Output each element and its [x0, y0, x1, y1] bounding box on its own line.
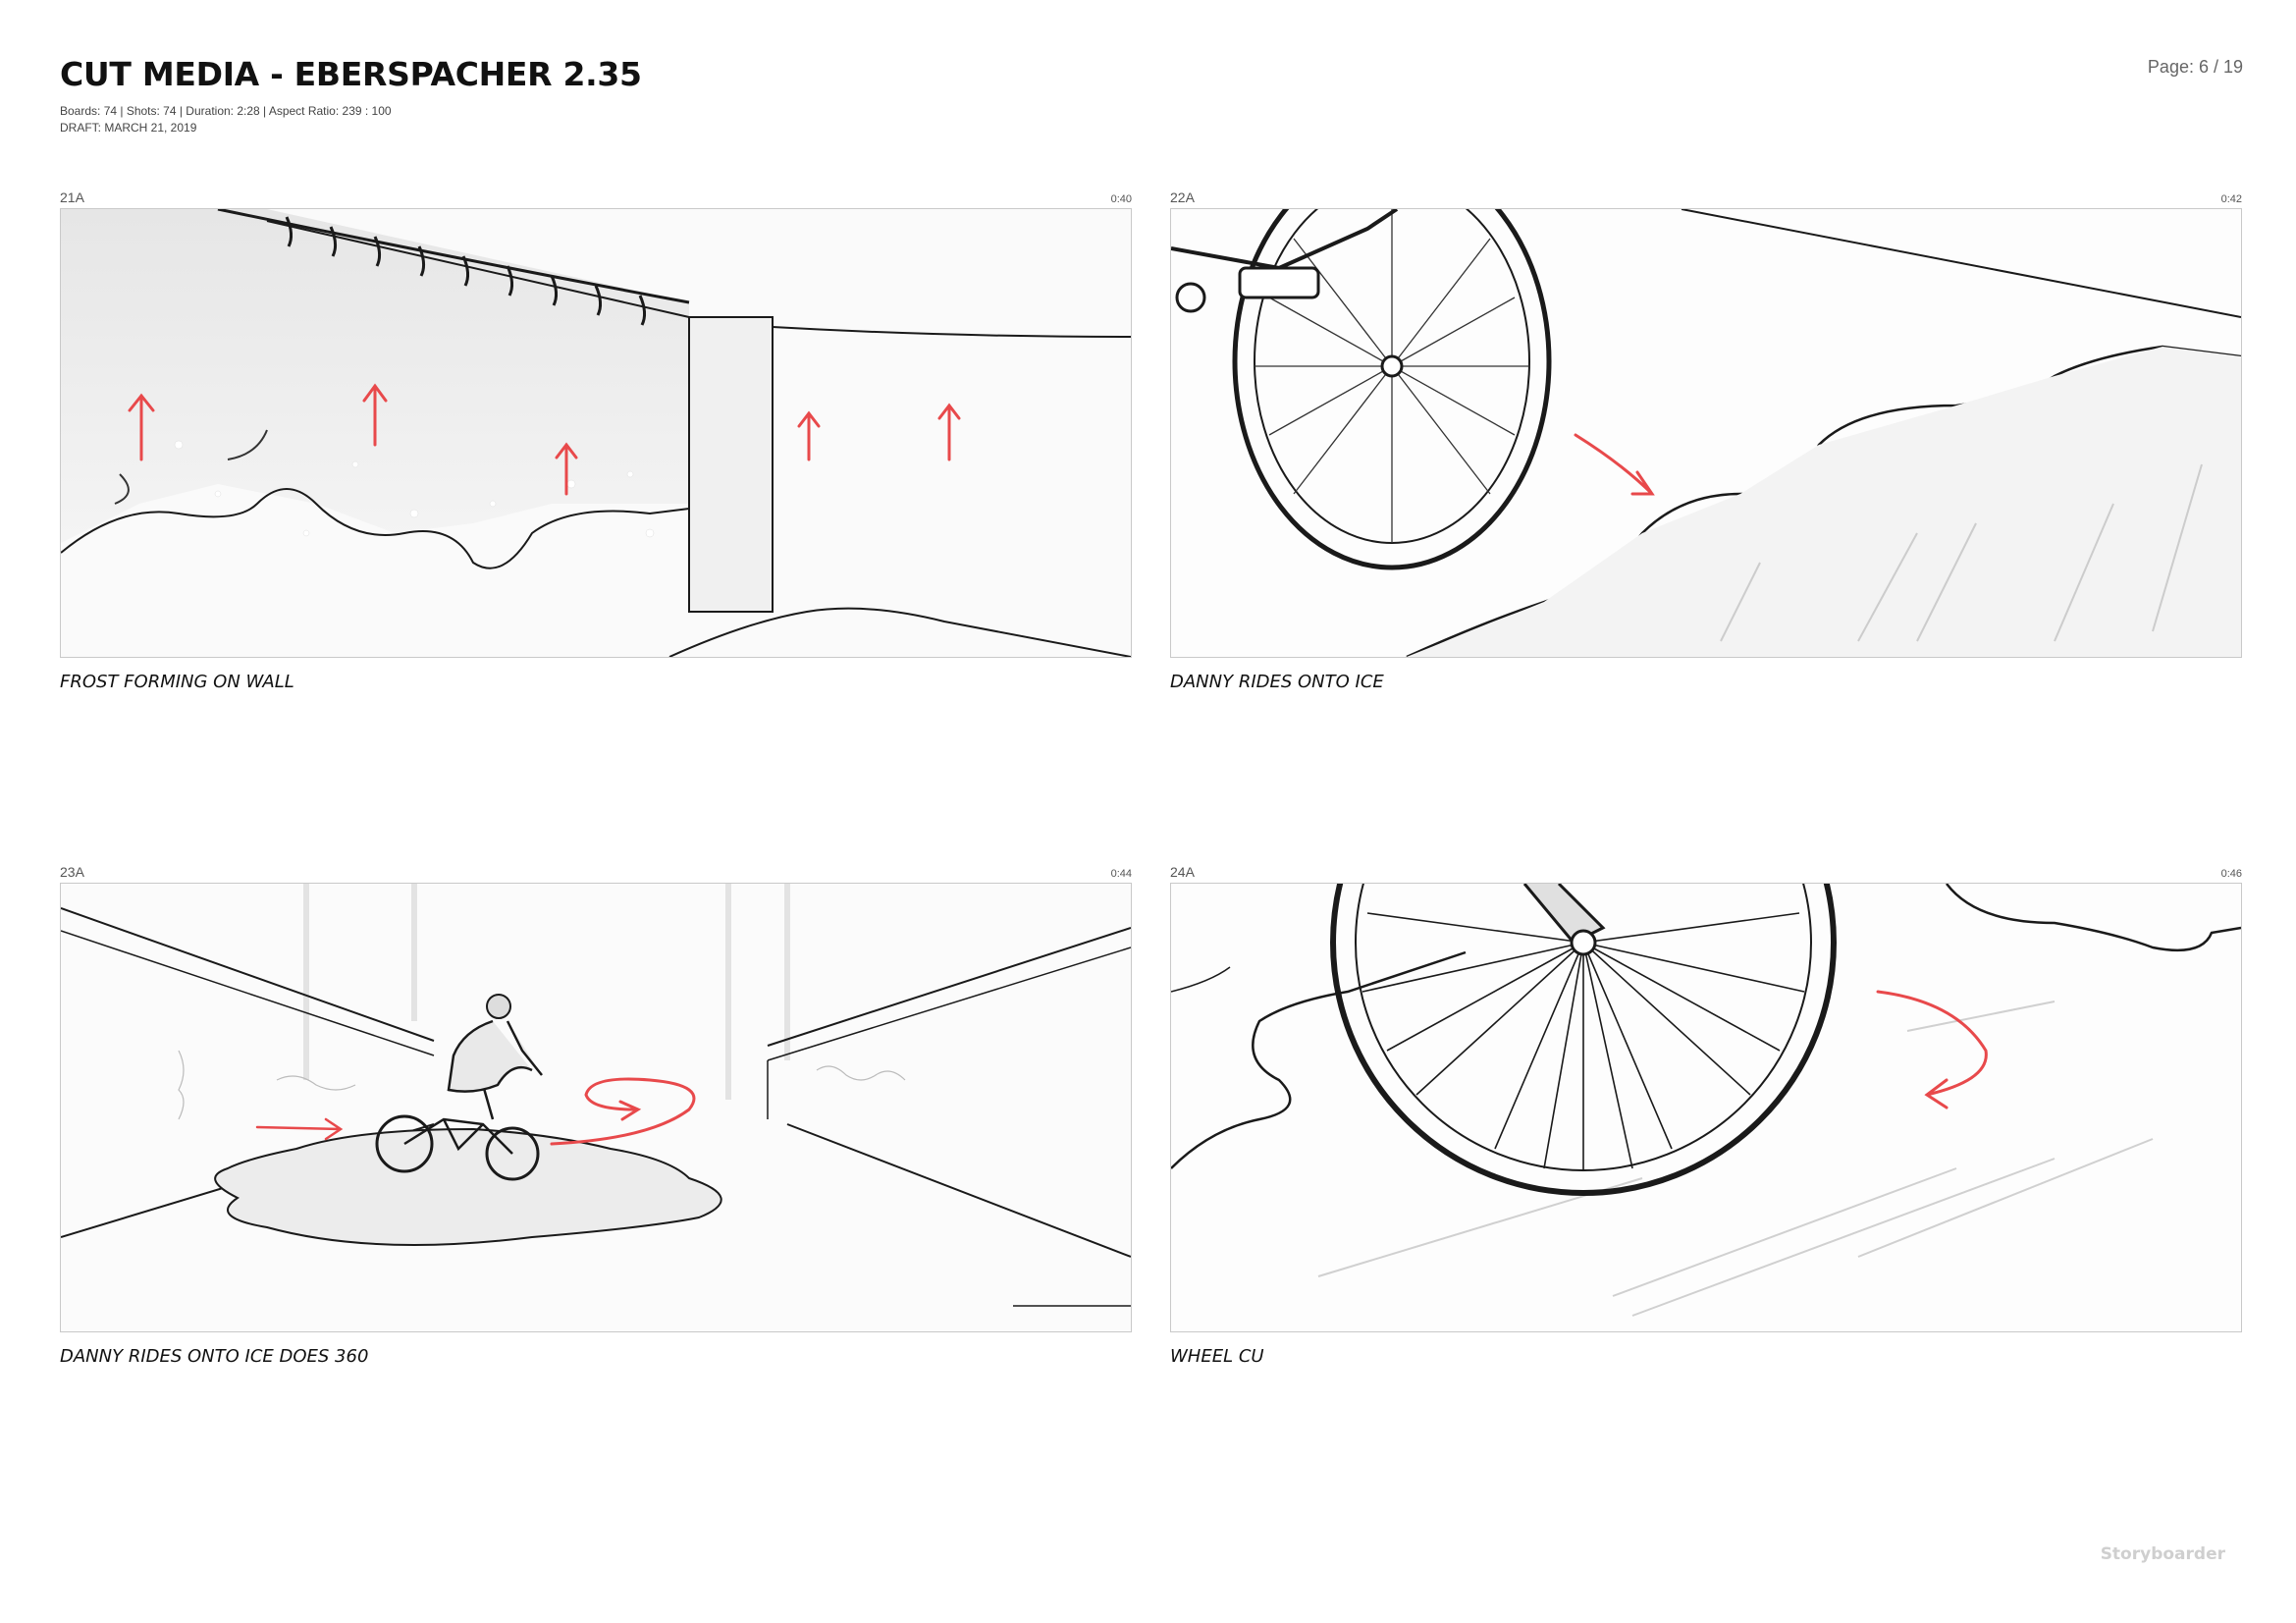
panel-timecode: 0:42 [2220, 193, 2242, 205]
panel-number: 23A [60, 864, 84, 880]
panel-number: 22A [1170, 189, 1195, 205]
storyboard-panel-23a: 23A 0:44 [60, 861, 1132, 1367]
panel-header: 22A 0:42 [1170, 187, 2242, 208]
panel-header: 24A 0:46 [1170, 861, 2242, 883]
panel-caption: WHEEL CU [1170, 1346, 1264, 1367]
panel-header: 21A 0:40 [60, 187, 1132, 208]
panel-timecode: 0:46 [2220, 868, 2242, 880]
panel-number: 24A [1170, 864, 1195, 880]
panel-frame [1170, 883, 2242, 1332]
panel-caption: DANNY RIDES ONTO ICE DOES 360 [60, 1346, 369, 1367]
panel-caption: DANNY RIDES ONTO ICE [1170, 672, 1384, 692]
storyboard-panel-24a: 24A 0:46 [1170, 861, 2242, 1367]
storyboarder-logo: Storyboarder [2100, 1544, 2225, 1564]
panel-frame [60, 208, 1132, 658]
storyboard-title: CUT MEDIA - EBERSPACHER 2.35 [60, 55, 642, 93]
storyboard-panel-21a: 21A 0:40 [60, 187, 1132, 692]
storyboard-panel-22a: 22A 0:42 [1170, 187, 2242, 692]
meta-stats: Boards: 74 | Shots: 74 | Duration: 2:28 … [60, 104, 392, 118]
panel-timecode: 0:44 [1110, 868, 1132, 880]
storyboard-meta: Boards: 74 | Shots: 74 | Duration: 2:28 … [60, 103, 392, 136]
sketch-bike-onto-ice [1171, 209, 2241, 657]
sketch-wheel-closeup [1171, 884, 2241, 1331]
panel-number: 21A [60, 189, 84, 205]
sketch-frost-wall [61, 209, 1131, 657]
panel-frame [1170, 208, 2242, 658]
panel-timecode: 0:40 [1110, 193, 1132, 205]
panel-frame [60, 883, 1132, 1332]
panel-header: 23A 0:44 [60, 861, 1132, 883]
page-number: Page: 6 / 19 [2147, 57, 2243, 77]
meta-draft-date: DRAFT: MARCH 21, 2019 [60, 121, 197, 135]
sketch-bike-360-on-ice [61, 884, 1131, 1331]
panel-caption: FROST FORMING ON WALL [60, 672, 294, 692]
